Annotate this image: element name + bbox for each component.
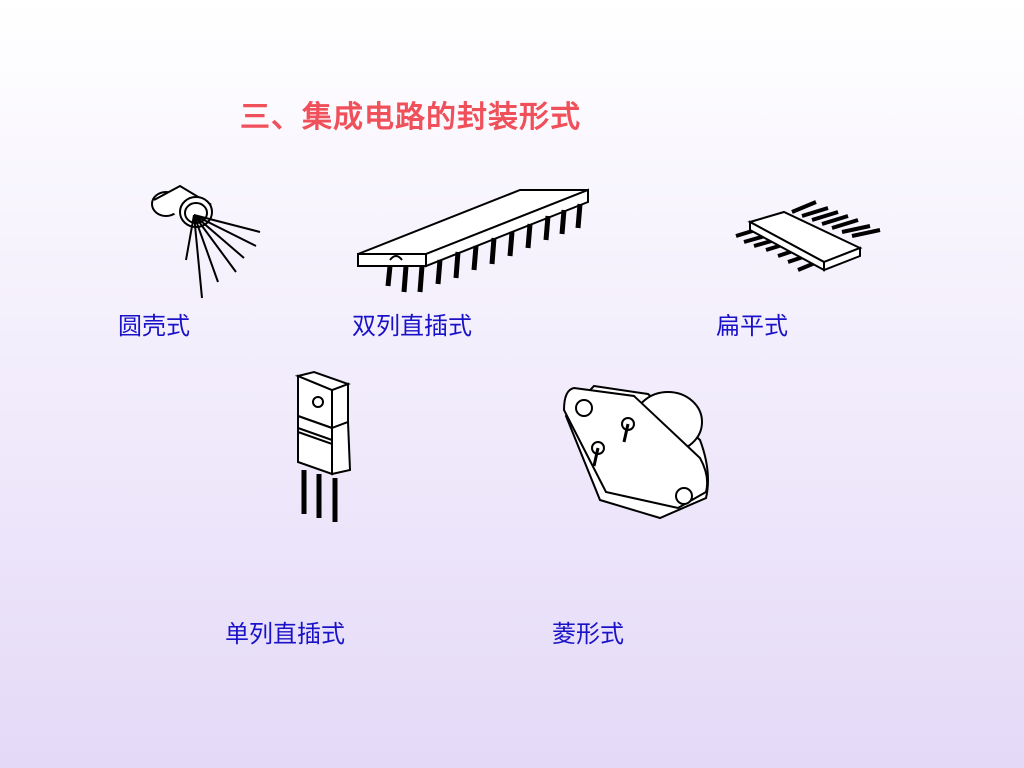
- dip-package-icon: [357, 188, 589, 293]
- sip-package-icon: [294, 370, 352, 522]
- label-flat: 扁平式: [716, 312, 788, 340]
- flat-package-icon: [735, 200, 881, 272]
- slide-title: 三、集成电路的封装形式: [240, 100, 581, 135]
- metal-can-package-icon: [151, 184, 261, 299]
- diamond-package-icon: [562, 384, 709, 520]
- label-metal-can: 圆壳式: [118, 312, 190, 340]
- label-diamond: 菱形式: [552, 620, 624, 648]
- label-dip: 双列直插式: [352, 312, 472, 340]
- label-sip: 单列直插式: [225, 620, 345, 648]
